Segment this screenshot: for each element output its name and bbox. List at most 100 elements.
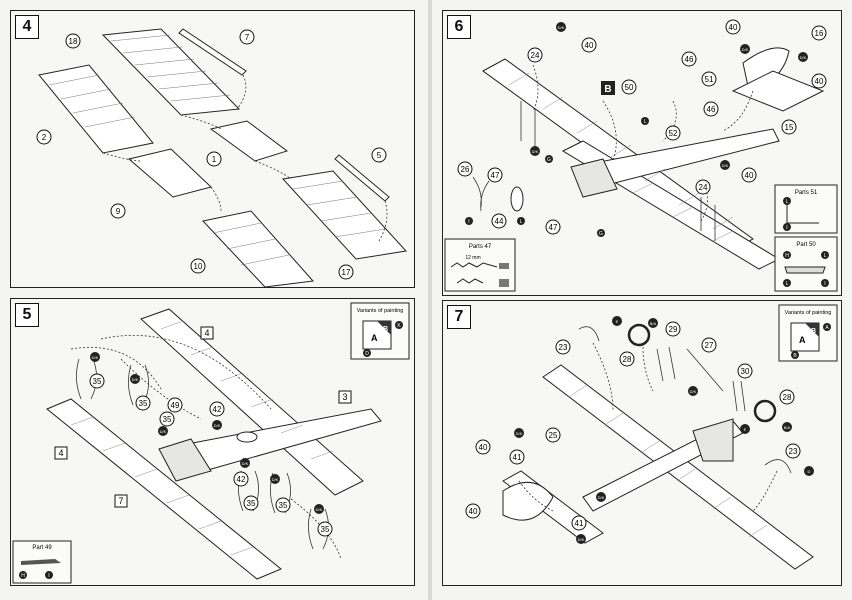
svg-text:26: 26 [461, 165, 470, 174]
svg-text:23: 23 [559, 343, 568, 352]
svg-text:D/K: D/K [690, 389, 697, 394]
svg-text:40: 40 [585, 41, 594, 50]
center-section-1 [209, 120, 289, 162]
svg-text:L: L [520, 219, 523, 225]
svg-text:D/K: D/K [516, 431, 523, 436]
callout: 17 [338, 264, 354, 280]
callout: 2 [36, 129, 52, 145]
svg-text:Variants of painting: Variants of painting [785, 310, 832, 316]
svg-text:16: 16 [815, 29, 824, 38]
svg-text:B/A: B/A [784, 425, 791, 430]
svg-text:40: 40 [729, 23, 738, 32]
engine-block [158, 438, 212, 482]
svg-text:29: 29 [669, 325, 678, 334]
svg-text:40: 40 [469, 507, 478, 516]
callout: 35 [89, 373, 105, 389]
svg-text:46: 46 [685, 55, 694, 64]
engine-block [570, 158, 618, 198]
svg-text:35: 35 [321, 525, 330, 534]
radiator [510, 186, 524, 212]
step-number: 6 [447, 15, 471, 39]
svg-text:G: G [547, 157, 551, 163]
step-4-panel: 4 [10, 10, 415, 288]
step-5-diagram: Variants of painting A B K D Part 49 H I… [12, 302, 410, 584]
svg-text:28: 28 [783, 393, 792, 402]
part-50-inset: Part 50 H L L I [774, 236, 838, 292]
svg-text:Variants of painting: Variants of painting [357, 308, 404, 314]
svg-text:35: 35 [139, 399, 148, 408]
left-sheet: 4 [0, 0, 428, 600]
callout: 49 [167, 397, 183, 413]
svg-text:I: I [48, 573, 49, 579]
lower-wing [46, 398, 282, 580]
upper-wing-right-part [282, 170, 407, 260]
svg-text:D/K: D/K [742, 47, 749, 52]
svg-text:18: 18 [69, 37, 78, 46]
tail-plane [731, 70, 825, 112]
svg-text:27: 27 [705, 341, 714, 350]
svg-text:24: 24 [699, 183, 708, 192]
svg-text:15: 15 [785, 123, 794, 132]
callout: 35 [135, 395, 151, 411]
svg-text:41: 41 [575, 519, 584, 528]
svg-text:D/K: D/K [92, 355, 99, 360]
skid-23-right [764, 459, 792, 474]
svg-text:E: E [616, 319, 619, 324]
svg-text:D/K: D/K [160, 429, 167, 434]
section-labels: 4 3 4 7 [54, 326, 352, 508]
svg-text:40: 40 [815, 77, 824, 86]
svg-text:D/K: D/K [800, 55, 807, 60]
callout: 35 [317, 521, 333, 537]
variant-b-marker: B [601, 81, 615, 95]
step-7-callouts: 23 28 29 27 30 28 25 40 41 40 41 23 [465, 321, 801, 531]
svg-text:B: B [604, 84, 611, 95]
svg-text:B: B [383, 326, 388, 333]
svg-text:A: A [825, 325, 829, 331]
svg-text:E: E [744, 427, 747, 432]
callout: 18 [65, 33, 81, 49]
svg-text:35: 35 [247, 499, 256, 508]
svg-text:47: 47 [549, 223, 558, 232]
variants-inset: Variants of painting A B A B [778, 304, 838, 362]
svg-text:L: L [824, 253, 827, 259]
center-section-9 [127, 148, 212, 198]
svg-text:Parts 51: Parts 51 [795, 190, 818, 196]
svg-text:H: H [785, 253, 789, 259]
variants-inset: Variants of painting A B K D [350, 302, 410, 360]
svg-text:47: 47 [491, 171, 500, 180]
svg-text:D/K: D/K [132, 377, 139, 382]
step-6-callouts: 24 40 46 50 51 46 52 26 47 44 47 24 40 4… [457, 19, 827, 235]
callout: 5 [371, 147, 387, 163]
svg-text:12 mm: 12 mm [465, 255, 480, 261]
callout: 42 [233, 471, 249, 487]
svg-text:5: 5 [377, 151, 382, 160]
step-number: 5 [15, 303, 39, 327]
ring-28-right [753, 399, 777, 423]
svg-text:B: B [793, 353, 797, 359]
svg-text:I: I [468, 219, 469, 225]
svg-text:D/K: D/K [722, 163, 729, 168]
step-5-panel: 5 [10, 298, 415, 586]
lower-wing-left-part [38, 64, 154, 154]
step-6-panel: 6 [442, 10, 842, 296]
callout: 9 [110, 203, 126, 219]
svg-text:D/K: D/K [598, 495, 605, 500]
svg-text:2: 2 [42, 133, 47, 142]
step-number: 7 [447, 305, 471, 329]
svg-text:D: D [365, 351, 369, 357]
svg-text:50: 50 [625, 83, 634, 92]
svg-text:I: I [824, 281, 825, 287]
callout: 42 [209, 401, 225, 417]
svg-text:A: A [799, 335, 806, 345]
svg-text:L: L [644, 119, 647, 125]
svg-text:A: A [371, 333, 378, 343]
svg-text:42: 42 [213, 405, 222, 414]
lower-wing-right-part [202, 210, 315, 287]
svg-text:Part 49: Part 49 [32, 545, 52, 551]
step-6-diagram: Parts 47 12 mm Parts 51 L I Part 50 H [444, 19, 838, 292]
svg-text:17: 17 [342, 268, 351, 277]
svg-text:Parts 47: Parts 47 [469, 244, 492, 250]
svg-text:L: L [786, 281, 789, 287]
callout: 10 [190, 258, 206, 274]
step-5-callouts: 35 35 35 49 42 42 35 35 35 [89, 373, 333, 537]
